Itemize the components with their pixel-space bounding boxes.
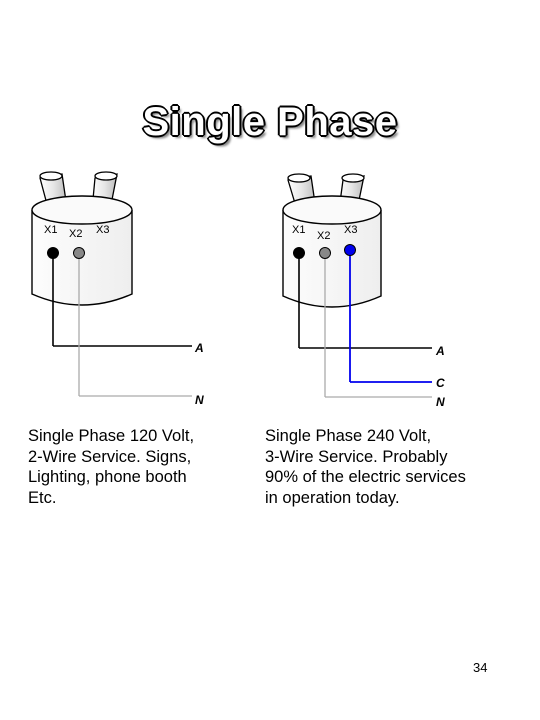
- right-transformer-top: [282, 195, 382, 225]
- right-wire-label-c: C: [436, 376, 445, 390]
- right-transformer: X1 X2 X3 A C N: [282, 173, 445, 409]
- page-number: 34: [473, 660, 488, 675]
- right-terminal-label-x2: X2: [317, 230, 330, 242]
- left-wire-label-n: N: [195, 393, 204, 407]
- right-transformer-body: [282, 210, 382, 308]
- left-terminal-x2: [73, 247, 85, 259]
- left-transformer: X1 X2 X3 A N: [31, 171, 204, 407]
- left-terminal-label-x1: X1: [44, 224, 57, 236]
- left-terminal-label-x2: X2: [69, 228, 82, 240]
- right-caption: Single Phase 240 Volt, 3-Wire Service. P…: [265, 427, 466, 507]
- right-terminal-label-x3: X3: [344, 224, 357, 236]
- right-terminal-label-x1: X1: [292, 224, 305, 236]
- left-caption: Single Phase 120 Volt, 2-Wire Service. S…: [28, 427, 195, 507]
- left-wire-label-a: A: [194, 341, 204, 355]
- right-wire-label-a: A: [435, 344, 445, 358]
- right-wire-label-n: N: [436, 395, 445, 409]
- left-transformer-top: [31, 195, 133, 225]
- right-terminal-x3: [344, 244, 356, 256]
- right-terminal-x2: [319, 247, 331, 259]
- left-terminal-label-x3: X3: [96, 224, 109, 236]
- right-terminal-x1: [293, 247, 305, 259]
- page-title: Single Phase: [142, 100, 398, 144]
- left-terminal-x1: [47, 247, 59, 259]
